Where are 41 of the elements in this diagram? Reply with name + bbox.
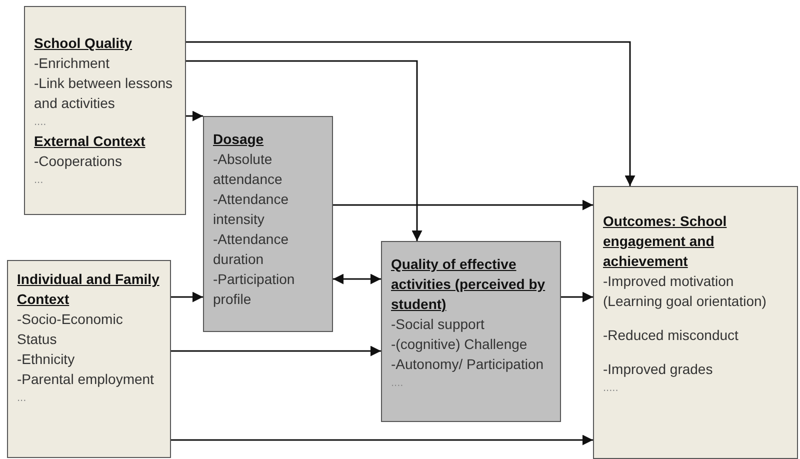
ellipsis: ...	[34, 173, 44, 188]
arrow	[171, 434, 593, 446]
list-item: -Link between lessons and activities	[34, 74, 174, 113]
arrow	[186, 110, 203, 122]
box-heading: Outcomes: School engagement and achievement	[603, 212, 728, 271]
box-heading: Dosage	[213, 130, 264, 149]
list-item: -Improved motivation (Learning goal orientation)	[603, 272, 768, 311]
ellipsis: ....	[34, 115, 46, 130]
ellipsis: ...	[17, 391, 26, 406]
list-item: -Autonomy/ Participation	[391, 355, 544, 374]
arrow	[561, 292, 593, 302]
list-item: -Reduced misconduct	[603, 326, 738, 345]
box-heading: Individual and Family Context	[17, 270, 160, 309]
list-item: -Absolute attendance	[213, 150, 284, 189]
list-item: -Attendance intensity	[213, 190, 290, 229]
box-heading: Quality of effective activities (perceived by student)	[391, 255, 546, 314]
list-item: -Socio-Economic Status	[17, 310, 124, 349]
concept-box	[593, 186, 798, 459]
ellipsis: .....	[603, 381, 618, 396]
arrow	[333, 274, 381, 284]
box-heading: School Quality	[34, 34, 132, 53]
list-item: -Enrichment	[34, 54, 110, 73]
arrow	[171, 292, 203, 302]
arrow	[186, 41, 636, 186]
arrow	[333, 200, 593, 210]
concept-box	[203, 116, 333, 332]
list-item: -Social support	[391, 315, 484, 334]
concept-box	[381, 241, 561, 422]
concept-box	[7, 260, 171, 458]
arrow	[171, 346, 381, 356]
list-item: -Improved grades	[603, 360, 713, 379]
list-item: -Attendance duration	[213, 230, 290, 269]
list-item: -Ethnicity	[17, 350, 75, 369]
list-item: -Parental employment	[17, 370, 154, 389]
box-heading: External Context	[34, 132, 146, 151]
ellipsis: ....	[391, 376, 404, 391]
concept-box	[24, 6, 186, 215]
arrow	[186, 60, 422, 241]
list-item: -Cooperations	[34, 152, 122, 171]
list-item: -Participation profile	[213, 270, 296, 309]
list-item: -(cognitive) Challenge	[391, 335, 528, 354]
